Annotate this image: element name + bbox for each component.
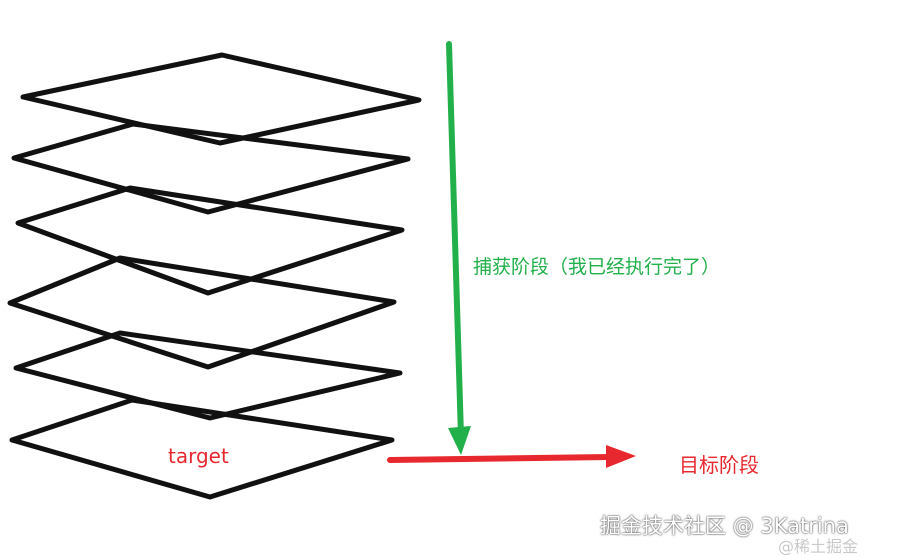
layer-1 [20, 52, 422, 146]
target-arrow-head [606, 445, 636, 468]
layer-6-target [9, 397, 395, 500]
sub-watermark: @稀土掘金 [778, 537, 859, 556]
layer-3 [15, 185, 405, 296]
capture-phase-label: 捕获阶段（我已经执行完了） [473, 256, 721, 278]
capture-arrow-head [448, 426, 471, 455]
target-label: target [168, 444, 229, 468]
target-arrow-shaft [387, 454, 613, 463]
layer-4 [7, 255, 397, 370]
layer-5 [13, 330, 403, 421]
target-phase-label: 目标阶段 [679, 453, 759, 477]
capture-arrow-shaft [446, 41, 464, 439]
watermark: 掘金技术社区 @ 3Katrina [600, 514, 849, 538]
layer-2 [11, 121, 411, 215]
